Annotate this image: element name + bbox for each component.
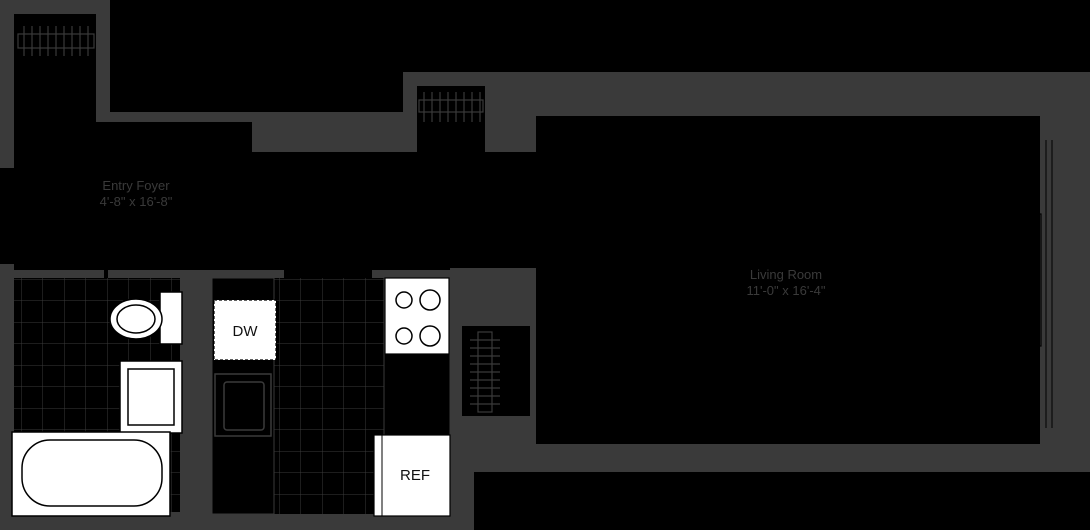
wall-left-closet-right (96, 0, 110, 118)
closet-top-center-rod (418, 99, 484, 113)
wall-upper-ledge (96, 112, 256, 122)
refrigerator-box (373, 434, 451, 517)
closet-top-center-hangers (423, 92, 481, 122)
entry-foyer-name: Entry Foyer (102, 178, 170, 193)
sink-vanity-icon (119, 360, 183, 434)
refrigerator-label: REF (400, 467, 430, 484)
closet-living-left (462, 326, 530, 416)
wall-right-window (1040, 140, 1090, 430)
wall-bath-top (0, 264, 14, 278)
living-room-name: Living Room (750, 267, 822, 282)
wall-living-bottom (462, 456, 1090, 472)
kitchen-sink-icon (214, 373, 272, 437)
wall-right-top-block (1040, 72, 1090, 140)
wall-top-left-vertical (0, 0, 14, 168)
living-room-floor (536, 116, 1040, 444)
closet-top-center (418, 92, 484, 122)
window-right (1045, 140, 1053, 428)
dishwasher-box (213, 299, 277, 361)
toilet-icon (109, 291, 183, 345)
burner-bottom-right (419, 325, 441, 347)
closet-living-left-space (462, 326, 530, 416)
wall-bottom-right-stub (450, 456, 474, 530)
radiator-icon (1016, 213, 1042, 347)
wall-living-bottom-ledge (535, 444, 972, 458)
wall-bath-top-a (14, 270, 104, 278)
burner-bottom-left (395, 327, 413, 345)
dishwasher: DW (213, 299, 277, 361)
entry-foyer-dimensions: 4'-8" x 16'-8" (100, 194, 173, 209)
closet-top-left (17, 26, 95, 56)
cooktop-icon (384, 277, 450, 355)
wall-center-closet-left (403, 72, 417, 152)
wall-top-left-cap (0, 0, 110, 14)
wall-living-top (485, 72, 1090, 116)
wall-upper-block (252, 112, 417, 152)
wall-left-lower (0, 264, 14, 530)
living-room-dimensions: 11'-0" x 16'-4" (747, 283, 826, 298)
closet-top-left-hangers (23, 26, 89, 56)
refrigerator: REF (373, 434, 451, 517)
dishwasher-label: DW (233, 323, 259, 340)
closet-living-left-hangers (470, 339, 500, 405)
wall-bath-kitchen-divider (180, 270, 212, 520)
bathtub-icon (11, 431, 171, 517)
wall-kitchen-top (372, 270, 462, 278)
kitchen-floor (274, 278, 384, 514)
burner-top-left (395, 291, 413, 309)
burner-top-right (419, 289, 441, 311)
